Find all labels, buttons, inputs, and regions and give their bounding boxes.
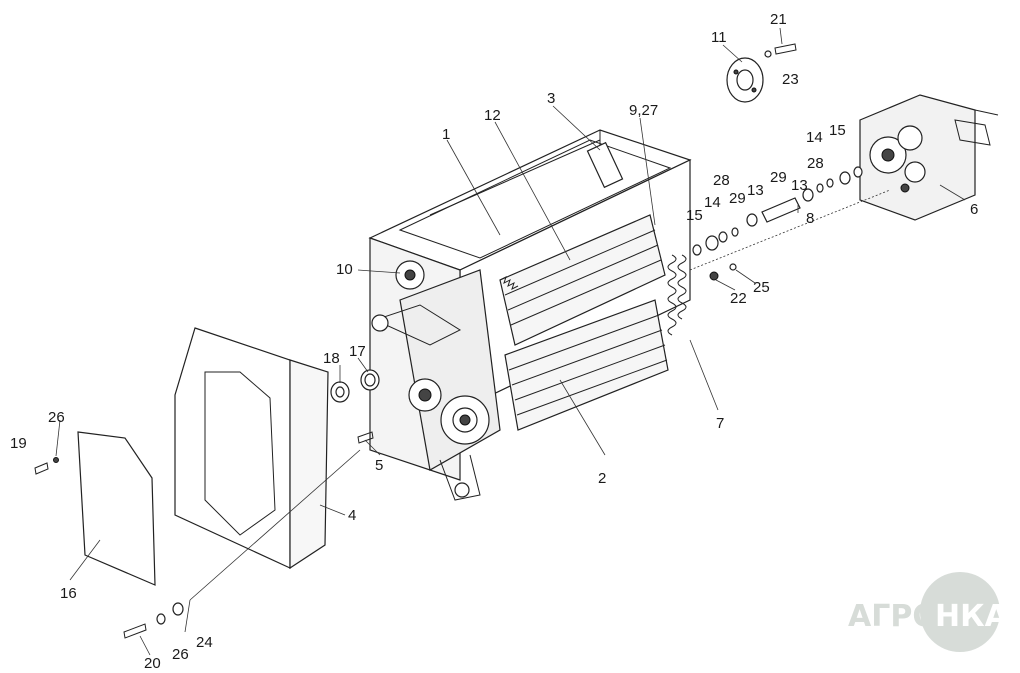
callout-2: 2 [598, 470, 606, 487]
right-axis-hardware [689, 43, 891, 281]
watermark-logo: АГРО НКА [848, 572, 1009, 652]
callout-15a: 15 [686, 207, 703, 224]
callout-24: 24 [196, 634, 213, 651]
callout-14b: 14 [806, 129, 823, 146]
callout-11: 11 [711, 29, 727, 46]
callout-7: 7 [716, 415, 724, 432]
callout-26b: 26 [172, 646, 189, 663]
callout-labels: 1 2 3 4 5 6 7 8 9,27 10 11 12 13 13 14 1… [10, 11, 978, 672]
callout-13b: 13 [791, 177, 808, 194]
callout-29b: 29 [770, 169, 787, 186]
callout-17: 17 [349, 343, 366, 360]
lower-roller [504, 299, 669, 431]
callout-9-27: 9,27 [629, 102, 658, 119]
callout-29a: 29 [729, 190, 746, 207]
callout-21: 21 [770, 11, 787, 28]
callout-23: 23 [782, 71, 799, 88]
callout-19: 19 [10, 435, 27, 452]
cover-plate-16 [77, 431, 156, 586]
leader-lines [55, 27, 966, 656]
callout-20: 20 [144, 655, 161, 672]
callout-13a: 13 [747, 182, 764, 199]
callout-6: 6 [970, 201, 978, 218]
callout-18: 18 [323, 350, 340, 367]
side-drive-assembly [371, 260, 501, 501]
watermark-circle [920, 572, 1000, 652]
callout-3: 3 [547, 90, 555, 107]
callout-15b: 15 [829, 122, 846, 139]
callout-12: 12 [484, 107, 501, 124]
callout-28b: 28 [807, 155, 824, 172]
callout-4: 4 [348, 507, 356, 524]
tension-spring [667, 254, 687, 336]
callout-25: 25 [753, 279, 770, 296]
callout-22: 22 [730, 290, 747, 307]
upper-roller [499, 214, 666, 346]
callout-26a: 26 [48, 409, 65, 426]
callout-8: 8 [806, 210, 814, 227]
watermark-text-right: НКА [935, 599, 1009, 634]
side-cover-4 [174, 327, 329, 570]
callout-14a: 14 [704, 194, 721, 211]
flange-part [726, 57, 764, 103]
callout-5: 5 [375, 457, 383, 474]
callout-1: 1 [442, 126, 450, 143]
callout-28a: 28 [713, 172, 730, 189]
callout-16: 16 [60, 585, 77, 602]
callout-10: 10 [336, 261, 353, 278]
